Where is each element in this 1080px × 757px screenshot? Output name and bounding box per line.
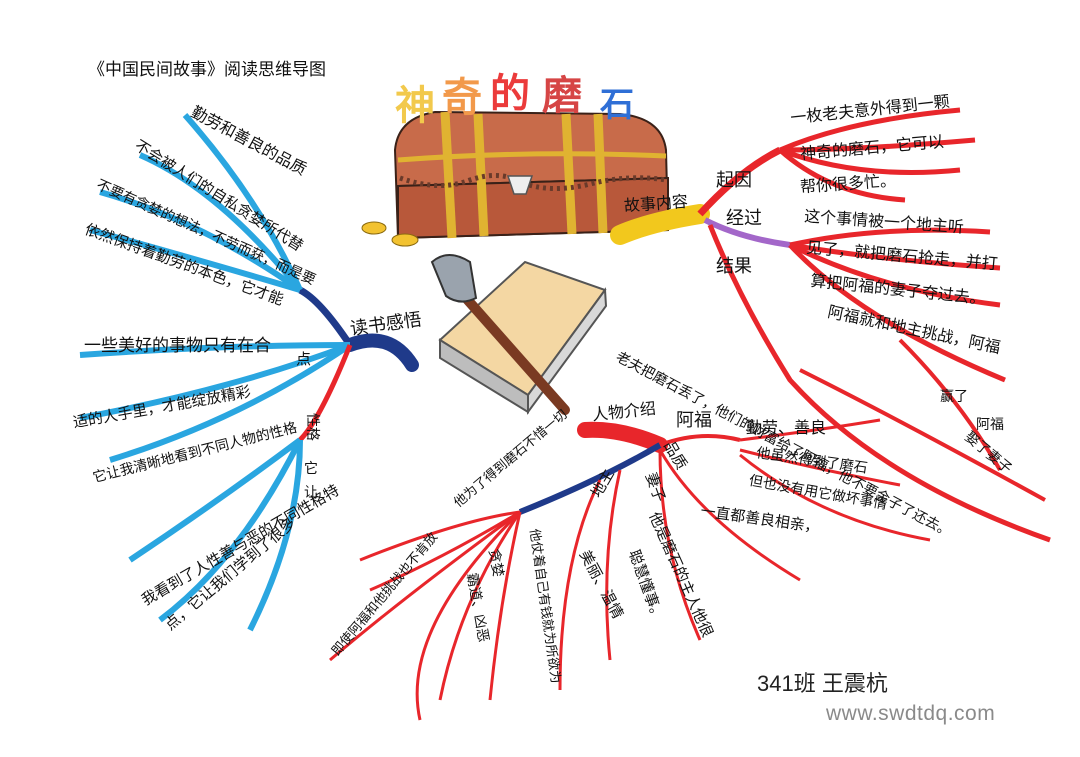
title-char-1: 神 xyxy=(395,82,435,129)
character-afu-line-1: 勤劳、善良 xyxy=(746,418,827,437)
student-class-name: 341班 王震杭 xyxy=(757,671,888,696)
story-branch-label: 故事内容 xyxy=(623,191,689,216)
story-result-tail-2: 阿福 xyxy=(976,417,1004,433)
thoughts-branch xyxy=(79,113,419,632)
story-cause-label: 起因 xyxy=(716,170,752,191)
story-process-label: 经过 xyxy=(726,208,762,229)
character-afu-label: 阿福 xyxy=(676,410,712,431)
whetstone-illustration xyxy=(438,260,608,416)
thought-side-3: 它 xyxy=(304,461,318,477)
story-result-label: 结果 xyxy=(716,256,752,277)
gold-ingots-illustration xyxy=(361,221,419,247)
title-char-3: 的 xyxy=(490,70,530,117)
watermark-url: www.swdtdq.com xyxy=(826,702,996,725)
thought-side-2: 性格 xyxy=(304,413,320,441)
treasure-chest-illustration xyxy=(393,110,670,240)
title-char-5: 石 xyxy=(600,85,634,125)
thought-side-1: 点 xyxy=(296,350,312,368)
story-branch xyxy=(610,107,1051,543)
characters-branch xyxy=(329,418,931,721)
thought-line-5: 一些美好的事物只有在合 xyxy=(84,336,271,356)
title-char-4: 磨 xyxy=(542,72,582,119)
thought-side-4: 让 xyxy=(304,485,318,501)
title-char-2: 奇 xyxy=(442,74,482,121)
story-result-tail-1: 赢了 xyxy=(940,389,968,405)
axe-illustration xyxy=(430,254,570,415)
book-title: 《中国民间故事》阅读思维导图 xyxy=(88,60,326,80)
